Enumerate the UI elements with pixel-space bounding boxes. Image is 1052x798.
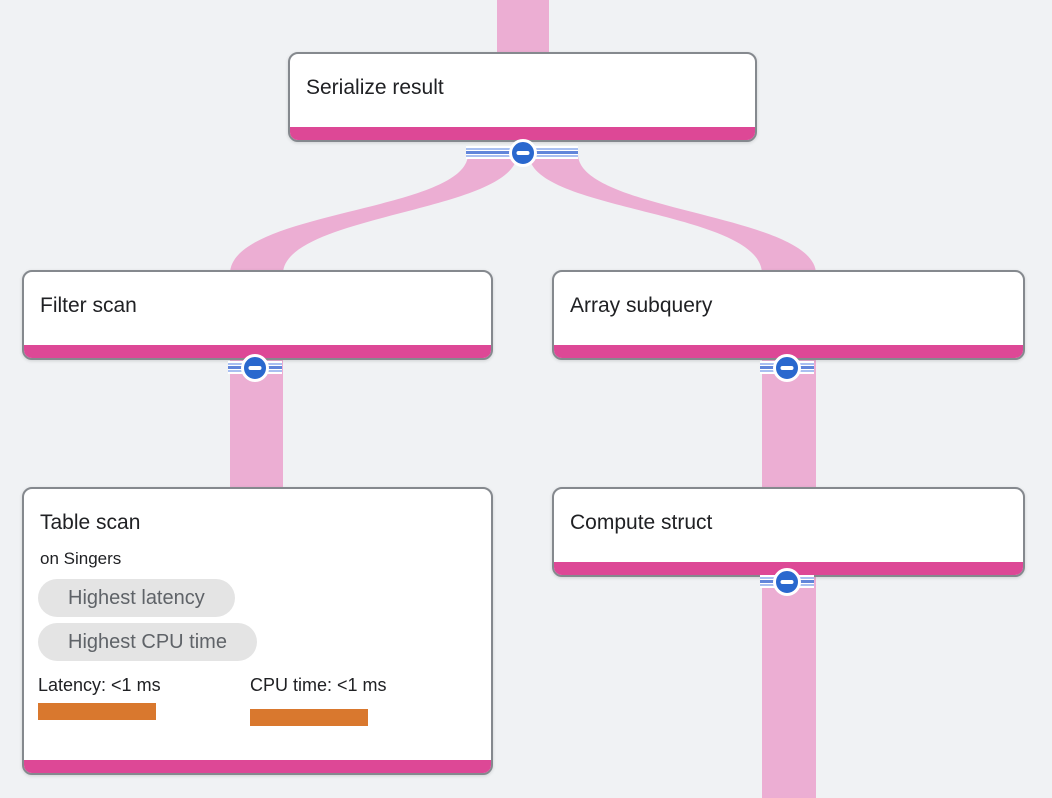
- minus-icon: [248, 366, 262, 370]
- node-title: Table scan: [40, 511, 141, 534]
- edge-serialize-result-to-array-subquery: [529, 154, 816, 274]
- collapse-button-filter-scan[interactable]: [241, 354, 269, 382]
- node-title: Serialize result: [306, 76, 444, 99]
- node-compute-struct[interactable]: Compute struct: [552, 487, 1025, 577]
- node-accent-bar: [290, 127, 755, 140]
- collapse-button-compute-struct[interactable]: [773, 568, 801, 596]
- latency-label: Latency: <1 ms: [38, 675, 161, 695]
- edge-serialize-result-to-filter-scan: [230, 154, 517, 274]
- cpu-time-metric: CPU time: <1 ms: [250, 675, 462, 726]
- collapse-button-serialize-result[interactable]: [509, 139, 537, 167]
- node-serialize-result[interactable]: Serialize result: [288, 52, 757, 142]
- minus-icon: [780, 366, 794, 370]
- cpu-time-metric-bar: [250, 709, 368, 726]
- node-subtitle: on Singers: [40, 549, 122, 568]
- node-filter-scan[interactable]: Filter scan: [22, 270, 493, 360]
- badge-highest-latency: Highest latency: [38, 579, 235, 617]
- node-title: Compute struct: [570, 511, 713, 534]
- edge-root-to-serialize-result: [497, 0, 549, 58]
- node-table-scan[interactable]: Table scan on Singers Highest latency Hi…: [22, 487, 493, 775]
- node-title: Array subquery: [570, 294, 713, 317]
- minus-icon: [516, 151, 530, 155]
- latency-metric-bar: [38, 703, 156, 720]
- badge-highest-cpu-time: Highest CPU time: [38, 623, 257, 661]
- node-accent-bar: [24, 345, 491, 358]
- node-title: Filter scan: [40, 294, 137, 317]
- edge-compute-struct-to-child: [762, 573, 816, 798]
- node-accent-bar: [554, 345, 1023, 358]
- node-array-subquery[interactable]: Array subquery: [552, 270, 1025, 360]
- latency-metric: Latency: <1 ms: [38, 675, 250, 726]
- collapse-button-array-subquery[interactable]: [773, 354, 801, 382]
- cpu-time-label: CPU time: <1 ms: [250, 675, 387, 695]
- minus-icon: [780, 580, 794, 584]
- metrics-row: Latency: <1 ms CPU time: <1 ms: [38, 675, 491, 726]
- node-accent-bar: [24, 760, 491, 773]
